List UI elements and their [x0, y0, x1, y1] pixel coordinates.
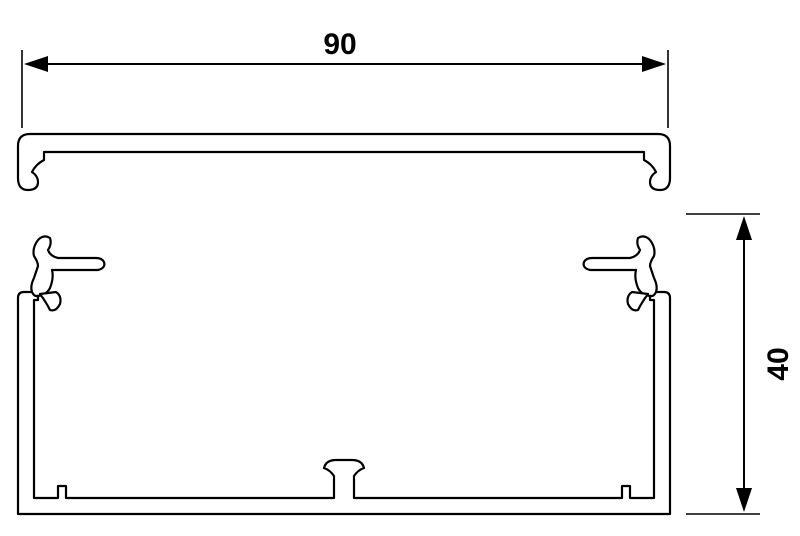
left-clip-notch — [38, 290, 62, 312]
width-arrowhead-left — [24, 56, 48, 72]
right-cover-clip — [582, 235, 658, 298]
height-dimension: 40 — [686, 213, 795, 515]
width-dimension-label: 90 — [323, 28, 356, 61]
left-cover-clip — [30, 235, 106, 298]
right-clip-notch — [626, 290, 650, 312]
width-dimension: 90 — [21, 28, 669, 128]
height-arrowhead-bottom — [736, 488, 752, 512]
height-arrowhead-top — [736, 216, 752, 240]
trunking-base-profile — [16, 290, 672, 516]
trunking-cover-profile — [16, 132, 672, 192]
height-dimension-label: 40 — [762, 347, 795, 380]
width-arrowhead-right — [642, 56, 666, 72]
